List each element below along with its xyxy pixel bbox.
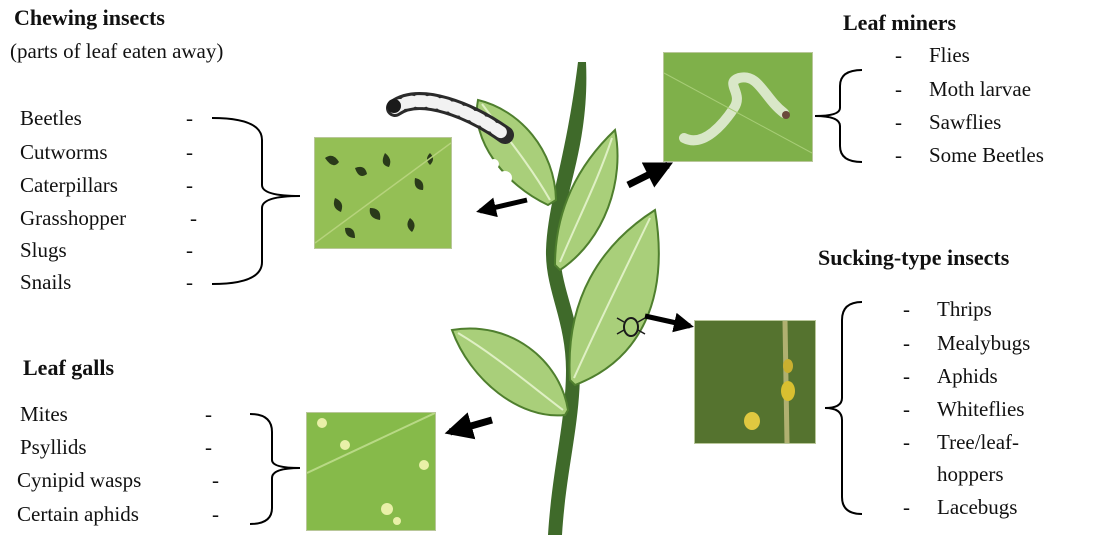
galls-dash: - xyxy=(212,470,219,491)
sucking-dash: - xyxy=(903,432,910,453)
chewing-dash: - xyxy=(190,208,197,229)
sucking-item-thrips: Thrips xyxy=(937,299,992,320)
chewing-item-cutworms: Cutworms xyxy=(20,142,108,163)
miners-title: Leaf miners xyxy=(843,12,956,34)
chewed-leaf-photo xyxy=(314,137,452,249)
galls-item-cynipid-wasps: Cynipid wasps xyxy=(17,470,141,491)
miners-dash: - xyxy=(895,112,902,133)
leaf-galls-photo xyxy=(306,412,436,531)
sucking-insects-photo xyxy=(694,320,816,444)
galls-item-mites: Mites xyxy=(20,404,68,425)
sucking-bracket xyxy=(825,302,862,514)
sucking-dash: - xyxy=(903,399,910,420)
chewing-dash: - xyxy=(186,240,193,261)
sucking-dash: - xyxy=(903,366,910,387)
sucking-dash: - xyxy=(903,299,910,320)
sucking-item-aphids: Aphids xyxy=(937,366,998,387)
sucking-item-lacebugs: Lacebugs xyxy=(937,497,1017,518)
sucking-dash: - xyxy=(903,497,910,518)
miners-dash: - xyxy=(895,145,902,166)
galls-item-certain-aphids: Certain aphids xyxy=(17,504,139,525)
chewing-dash: - xyxy=(186,142,193,163)
chewing-dash: - xyxy=(186,272,193,293)
galls-bracket xyxy=(250,414,300,524)
chewing-item-grasshopper: Grasshopper xyxy=(20,208,126,229)
chewing-dash: - xyxy=(186,108,193,129)
miners-bracket xyxy=(815,70,862,162)
sucking-item-mealybugs: Mealybugs xyxy=(937,333,1030,354)
galls-dash: - xyxy=(205,437,212,458)
sucking-dash: - xyxy=(903,333,910,354)
chewing-item-snails: Snails xyxy=(20,272,71,293)
leaf-mine-photo xyxy=(663,52,813,162)
galls-item-psyllids: Psyllids xyxy=(20,437,87,458)
chewing-bracket xyxy=(212,118,300,284)
sucking-item-treeleaf: Tree/leaf- xyxy=(937,432,1019,453)
chewing-dash: - xyxy=(186,175,193,196)
miners-item-sawflies: Sawflies xyxy=(929,112,1001,133)
miners-item-flies: Flies xyxy=(929,45,970,66)
chewing-item-caterpillars: Caterpillars xyxy=(20,175,118,196)
chewing-title: Chewing insects xyxy=(14,7,165,29)
sucking-title: Sucking-type insects xyxy=(818,247,1009,269)
sucking-item-whiteflies: Whiteflies xyxy=(937,399,1024,420)
sucking-item-hoppers: hoppers xyxy=(937,464,1004,485)
chewing-item-beetles: Beetles xyxy=(20,108,82,129)
miners-item-moth-larvae: Moth larvae xyxy=(929,79,1031,100)
galls-dash: - xyxy=(212,504,219,525)
miners-item-some-beetles: Some Beetles xyxy=(929,145,1044,166)
chewing-item-slugs: Slugs xyxy=(20,240,67,261)
galls-title: Leaf galls xyxy=(23,357,114,379)
chewing-subtitle: (parts of leaf eaten away) xyxy=(10,41,223,62)
miners-dash: - xyxy=(895,79,902,100)
galls-dash: - xyxy=(205,404,212,425)
miners-dash: - xyxy=(895,45,902,66)
